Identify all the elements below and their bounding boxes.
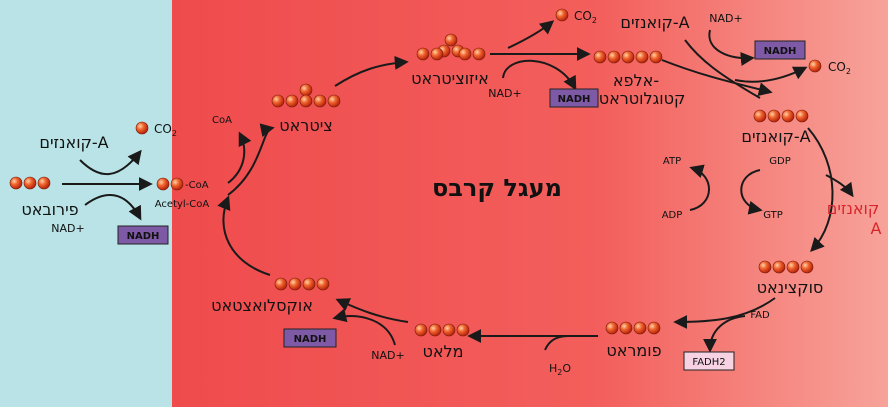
prelude-co2-label: CO2 [154,122,177,138]
isocitrate-co2-molecule [555,8,569,22]
fad-label: FAD [750,310,770,321]
isocitrate-nad-label: NAD+ [488,87,521,100]
gdp-to-gtp-arrow [740,169,763,215]
succinate-to-fumarate-arrow [673,297,776,329]
isocitrate-molecule [416,33,486,61]
coenzyme-out-arrow [825,174,854,198]
acetyl-coa-label: Acetyl-CoA [155,199,210,210]
fumarate-molecule [605,321,661,335]
succinyl-coa-molecule [753,109,809,123]
akg-to-succinylcoa-arrow [661,59,773,97]
pyruvate-label: פירובאט [21,200,78,219]
fumarate-label: פומראט [606,341,661,360]
fadh2-label: FADH2 [692,357,725,368]
prelude-nad-label: NAD+ [51,222,84,235]
coenzyme-out-label-line2: A [871,219,882,238]
acetyl-coa-suffix-label: -CoA [185,180,209,191]
alpha-kg-label-line2: קטוגלוטראט [599,89,686,108]
fadh2-box [683,351,735,371]
water-in-arrow [544,335,569,351]
citrate-label: ציטראט [279,116,333,135]
citrate-molecule [271,83,341,108]
isocitrate-nadh-box [549,88,599,108]
diagram-title: מעגל קרבס [432,174,562,202]
isocitrate-label: איזוציטראט [411,69,489,88]
gtp-label: GTP [763,210,783,221]
top-co2-label: CO2 [828,60,851,76]
prelude-co2-arrow [79,149,142,175]
oxaloacetate-label: אוקסלואצטאט [211,296,313,315]
adp-to-atp-arrow [689,164,710,211]
top-coenzyme-in-arrow [684,39,761,99]
fadh2-arrow [703,315,746,353]
isocitrate-co2-arrow [507,20,555,49]
isocitrate-co2-label: CO2 [574,9,597,25]
succinylcoa-to-succinate-arrow [807,127,834,253]
malate-nadh-label: NADH [294,334,327,345]
coenzyme-out-label-line1: קואנזים [827,199,880,218]
coa-release-label: CoA [212,115,232,126]
atp-label: ATP [663,156,681,167]
alpha-ketoglutarate-molecule [593,50,663,64]
gdp-label: GDP [769,156,790,167]
prelude-nadh-label: NADH [127,231,160,242]
malate-nadh-arrow [332,308,396,346]
isocitrate-nadh-label: NADH [558,94,591,105]
malate-nadh-box [283,328,337,348]
succinyl-coa-label: קואנזים-A [741,127,810,146]
malate-nad-label: NAD+ [371,349,404,362]
coa-release-arrow [227,131,252,184]
top-nadh-label: NADH [764,46,797,57]
adp-label: ADP [662,210,683,221]
succinate-label: סוקצינאט [757,278,824,297]
succinate-molecule [758,260,814,274]
prelude-nadh-arrow [84,194,142,221]
malate-label: מלאט [422,342,463,361]
prelude-co2-molecule [135,121,149,135]
pyruvate-molecule [9,176,51,190]
isocitrate-nadh-arrow [502,59,577,91]
oxaloacetate-molecule [274,277,330,291]
top-nad-label: NAD+ [709,12,742,25]
oxaloacetate-to-citrate-arrow [217,195,271,276]
prelude-nadh-box [117,225,169,245]
malate-to-oxaloacetate-arrow [335,298,409,323]
water-label: H2O [549,362,571,377]
acetyl-to-citrate-arrow [227,123,275,196]
prelude-coenzyme-label: קואנזים-A [39,133,108,152]
top-nadh-box [754,40,806,60]
citrate-to-isocitrate-arrow [334,55,409,87]
acetyl-coa-molecule [156,177,184,191]
top-nadh-arrow [708,29,755,66]
top-coenzyme-label: קואנזים-A [620,13,689,32]
malate-molecule [414,323,470,337]
top-co2-arrow [734,66,808,83]
top-co2-molecule [808,59,822,73]
alpha-kg-label-line1: אלפא- [613,71,659,90]
